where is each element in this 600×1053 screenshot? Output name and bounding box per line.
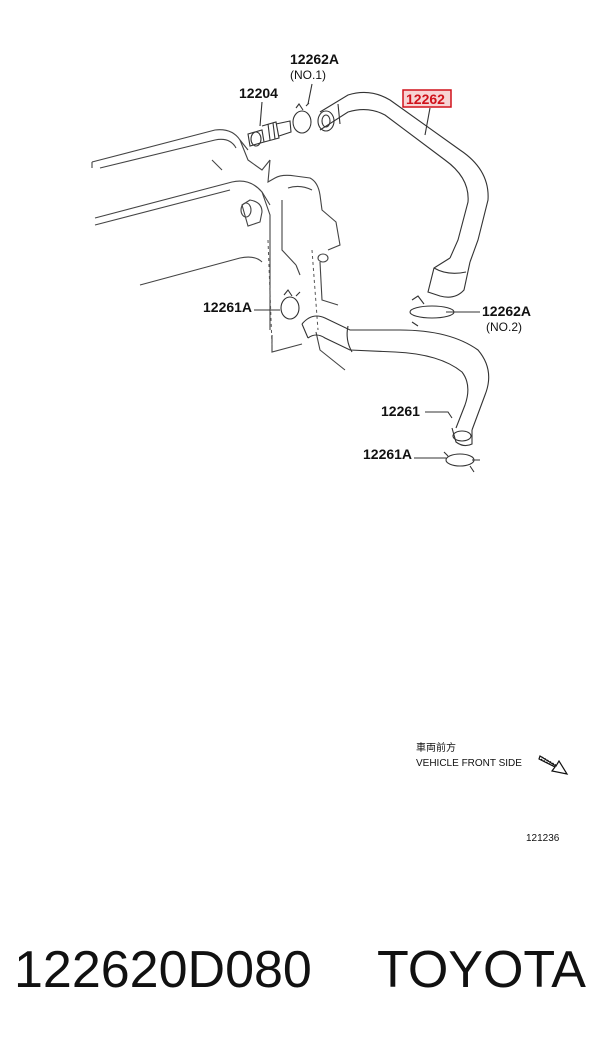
label-12204: 12204	[239, 85, 278, 101]
label-12262a-no1: 12262A	[290, 51, 339, 67]
union-fitting-12204[interactable]	[247, 120, 292, 147]
parts-diagram: 12262A (NO.1) 12204 12262 12261A 12262A …	[91, 51, 569, 844]
front-arrow-icon	[538, 755, 569, 775]
clip-12262a-no2[interactable]	[409, 295, 455, 327]
label-12261a-left: 12261A	[203, 299, 252, 315]
highlight-box	[402, 89, 452, 108]
footer-brand: TOYOTA	[377, 941, 586, 999]
clip-12261a-bottom[interactable]	[443, 451, 480, 473]
ventilation-hose-12262[interactable]	[317, 91, 489, 298]
engine-block	[91, 129, 346, 371]
footer: 122620D080 TOYOTA	[14, 940, 586, 1010]
direction-japanese: 車両前方	[416, 741, 456, 754]
footer-part-number: 122620D080	[14, 941, 312, 999]
diagram-code: 121236	[526, 833, 560, 844]
ventilation-hose-12261[interactable]	[301, 315, 490, 447]
label-12262a-no2-sub: (NO.2)	[486, 320, 522, 334]
direction-english: VEHICLE FRONT SIDE	[416, 758, 522, 769]
label-12261a-bottom: 12261A	[363, 446, 412, 462]
label-12262a-no1-sub: (NO.1)	[290, 68, 326, 82]
label-12262-highlighted[interactable]: 12262	[406, 91, 445, 107]
label-12261: 12261	[381, 403, 420, 419]
leader-lines	[254, 83, 480, 459]
clip-12261a-left[interactable]	[280, 289, 301, 320]
clip-12262a-no1[interactable]	[292, 102, 312, 134]
label-12262a-no2: 12262A	[482, 303, 531, 319]
